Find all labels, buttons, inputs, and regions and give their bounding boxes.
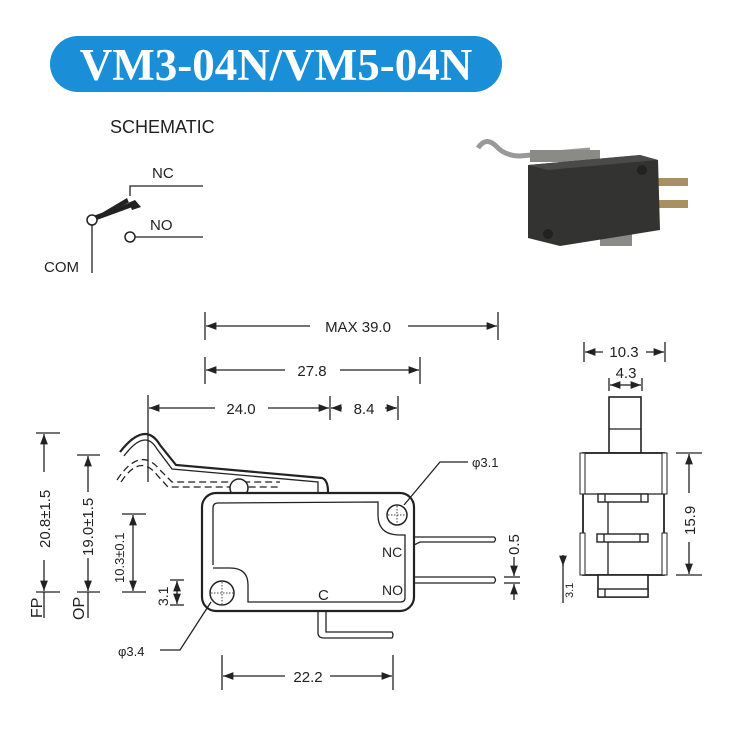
hole-callouts: φ3.1 φ3.4 [118,455,499,659]
lever [116,433,330,498]
dim-10-3: 10.3±0.1 [112,532,127,583]
dimension-27-8: 27.8 [204,357,421,384]
dim-side-10-3: 10.3 [609,344,638,361]
dim-0-5: 0.5 [506,534,523,555]
title-banner: VM3-04N/VM5-04N [50,36,502,92]
dimension-hole-offset: 3.1 [155,579,184,606]
dimension-0-5: 0.5 [504,534,523,600]
dimension-hole-height: 10.3±0.1 [112,513,146,593]
dim-27-8: 27.8 [297,363,326,380]
dim-side-3-1: 3.1 [564,583,576,598]
schematic-com-label: COM [44,259,79,276]
dim-hole-top: φ3.1 [472,455,499,470]
schematic-no-label: NO [150,217,173,234]
dimension-plunger-width: 4.3 [608,365,643,391]
dim-22-2: 22.2 [293,669,322,686]
terminal-nc-label: NC [382,544,402,560]
side-view [579,396,668,598]
model-title: VM3-04N/VM5-04N [80,40,472,90]
dimension-side-height: 15.9 [676,452,702,576]
dimension-max-length: MAX 39.0 [204,312,499,340]
terminal-c-label: C [318,587,329,604]
schematic-nc-label: NC [152,165,174,182]
dim-op-19-0: 19.0±1.5 [80,498,97,556]
product-photo [475,139,688,246]
switch-body: NC NO C [200,491,497,639]
dimension-22-2: 22.2 [221,655,394,690]
op-label: OP [71,597,88,620]
dim-24-0: 24.0 [226,401,255,418]
dimension-side-width: 10.3 [583,342,666,362]
fp-label: FP [29,598,46,618]
dim-hole-bottom: φ3.4 [118,644,145,659]
dim-max-39: MAX 39.0 [325,319,391,336]
dim-15-9: 15.9 [682,506,699,535]
dim-8-4: 8.4 [354,401,375,418]
dim-fp-20-8: 20.8±1.5 [37,490,54,548]
dimension-side-offset: 3.1 [559,555,576,603]
dimension-op: 19.0±1.5 OP [71,454,100,620]
schematic: SCHEMATIC NC NO COM [44,117,215,276]
schematic-heading: SCHEMATIC [110,117,215,137]
dimension-lever: 24.0 8.4 [147,395,399,482]
dim-4-3: 4.3 [616,365,637,382]
terminal-no-label: NO [382,582,403,598]
dimension-fp: 20.8±1.5 FP [29,432,60,618]
dim-3-1: 3.1 [155,586,171,606]
